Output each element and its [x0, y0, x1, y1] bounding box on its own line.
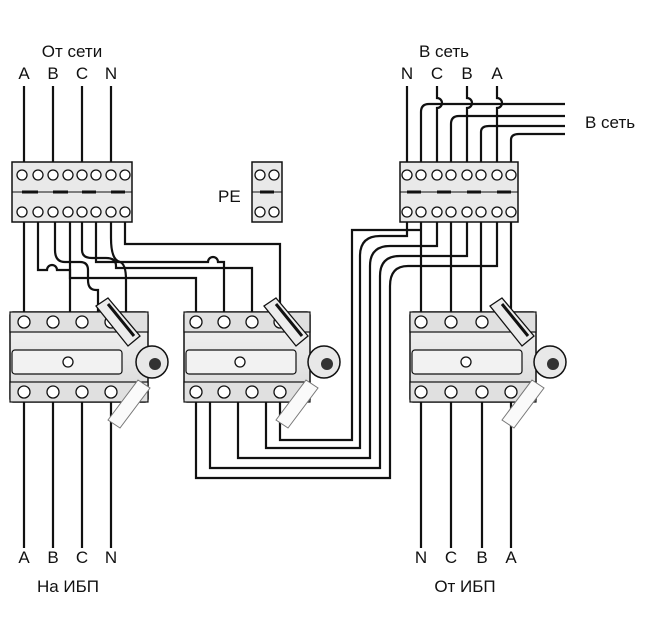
wires — [22, 86, 565, 548]
phase-label-bottom-right-c: C — [445, 548, 457, 567]
phase-label-top-left-b: B — [47, 64, 58, 83]
phase-label-bottom-right-n: N — [415, 548, 427, 567]
phase-label-top-left-n: N — [105, 64, 117, 83]
phase-label-top-right-n: N — [401, 64, 413, 83]
to-grid-right-label: В сеть — [585, 113, 635, 132]
phase-label-top-right-a: A — [491, 64, 503, 83]
to-ups-label: На ИБП — [37, 577, 99, 596]
from-ups-label: От ИБП — [434, 577, 495, 596]
phase-label-top-left-c: C — [76, 64, 88, 83]
phase-label-bottom-left-c: C — [76, 548, 88, 567]
to-grid-top-label: В сеть — [419, 42, 469, 61]
switch-right — [409, 297, 567, 429]
phase-label-bottom-right-b: B — [476, 548, 487, 567]
pe-label: PE — [218, 187, 241, 206]
from-grid-label: От сети — [42, 42, 102, 61]
phase-label-top-right-c: C — [431, 64, 443, 83]
switch-left — [9, 297, 169, 429]
phase-label-bottom-right-a: A — [505, 548, 517, 567]
switch-middle — [183, 297, 341, 429]
pe-terminal-block — [251, 161, 283, 223]
phase-label-top-left-a: A — [18, 64, 30, 83]
phase-label-bottom-left-b: B — [47, 548, 58, 567]
phase-label-top-right-b: B — [461, 64, 472, 83]
right-breaker-block — [399, 161, 519, 223]
phase-label-bottom-left-n: N — [105, 548, 117, 567]
phase-label-bottom-left-a: A — [18, 548, 30, 567]
left-breaker-block — [11, 161, 133, 223]
